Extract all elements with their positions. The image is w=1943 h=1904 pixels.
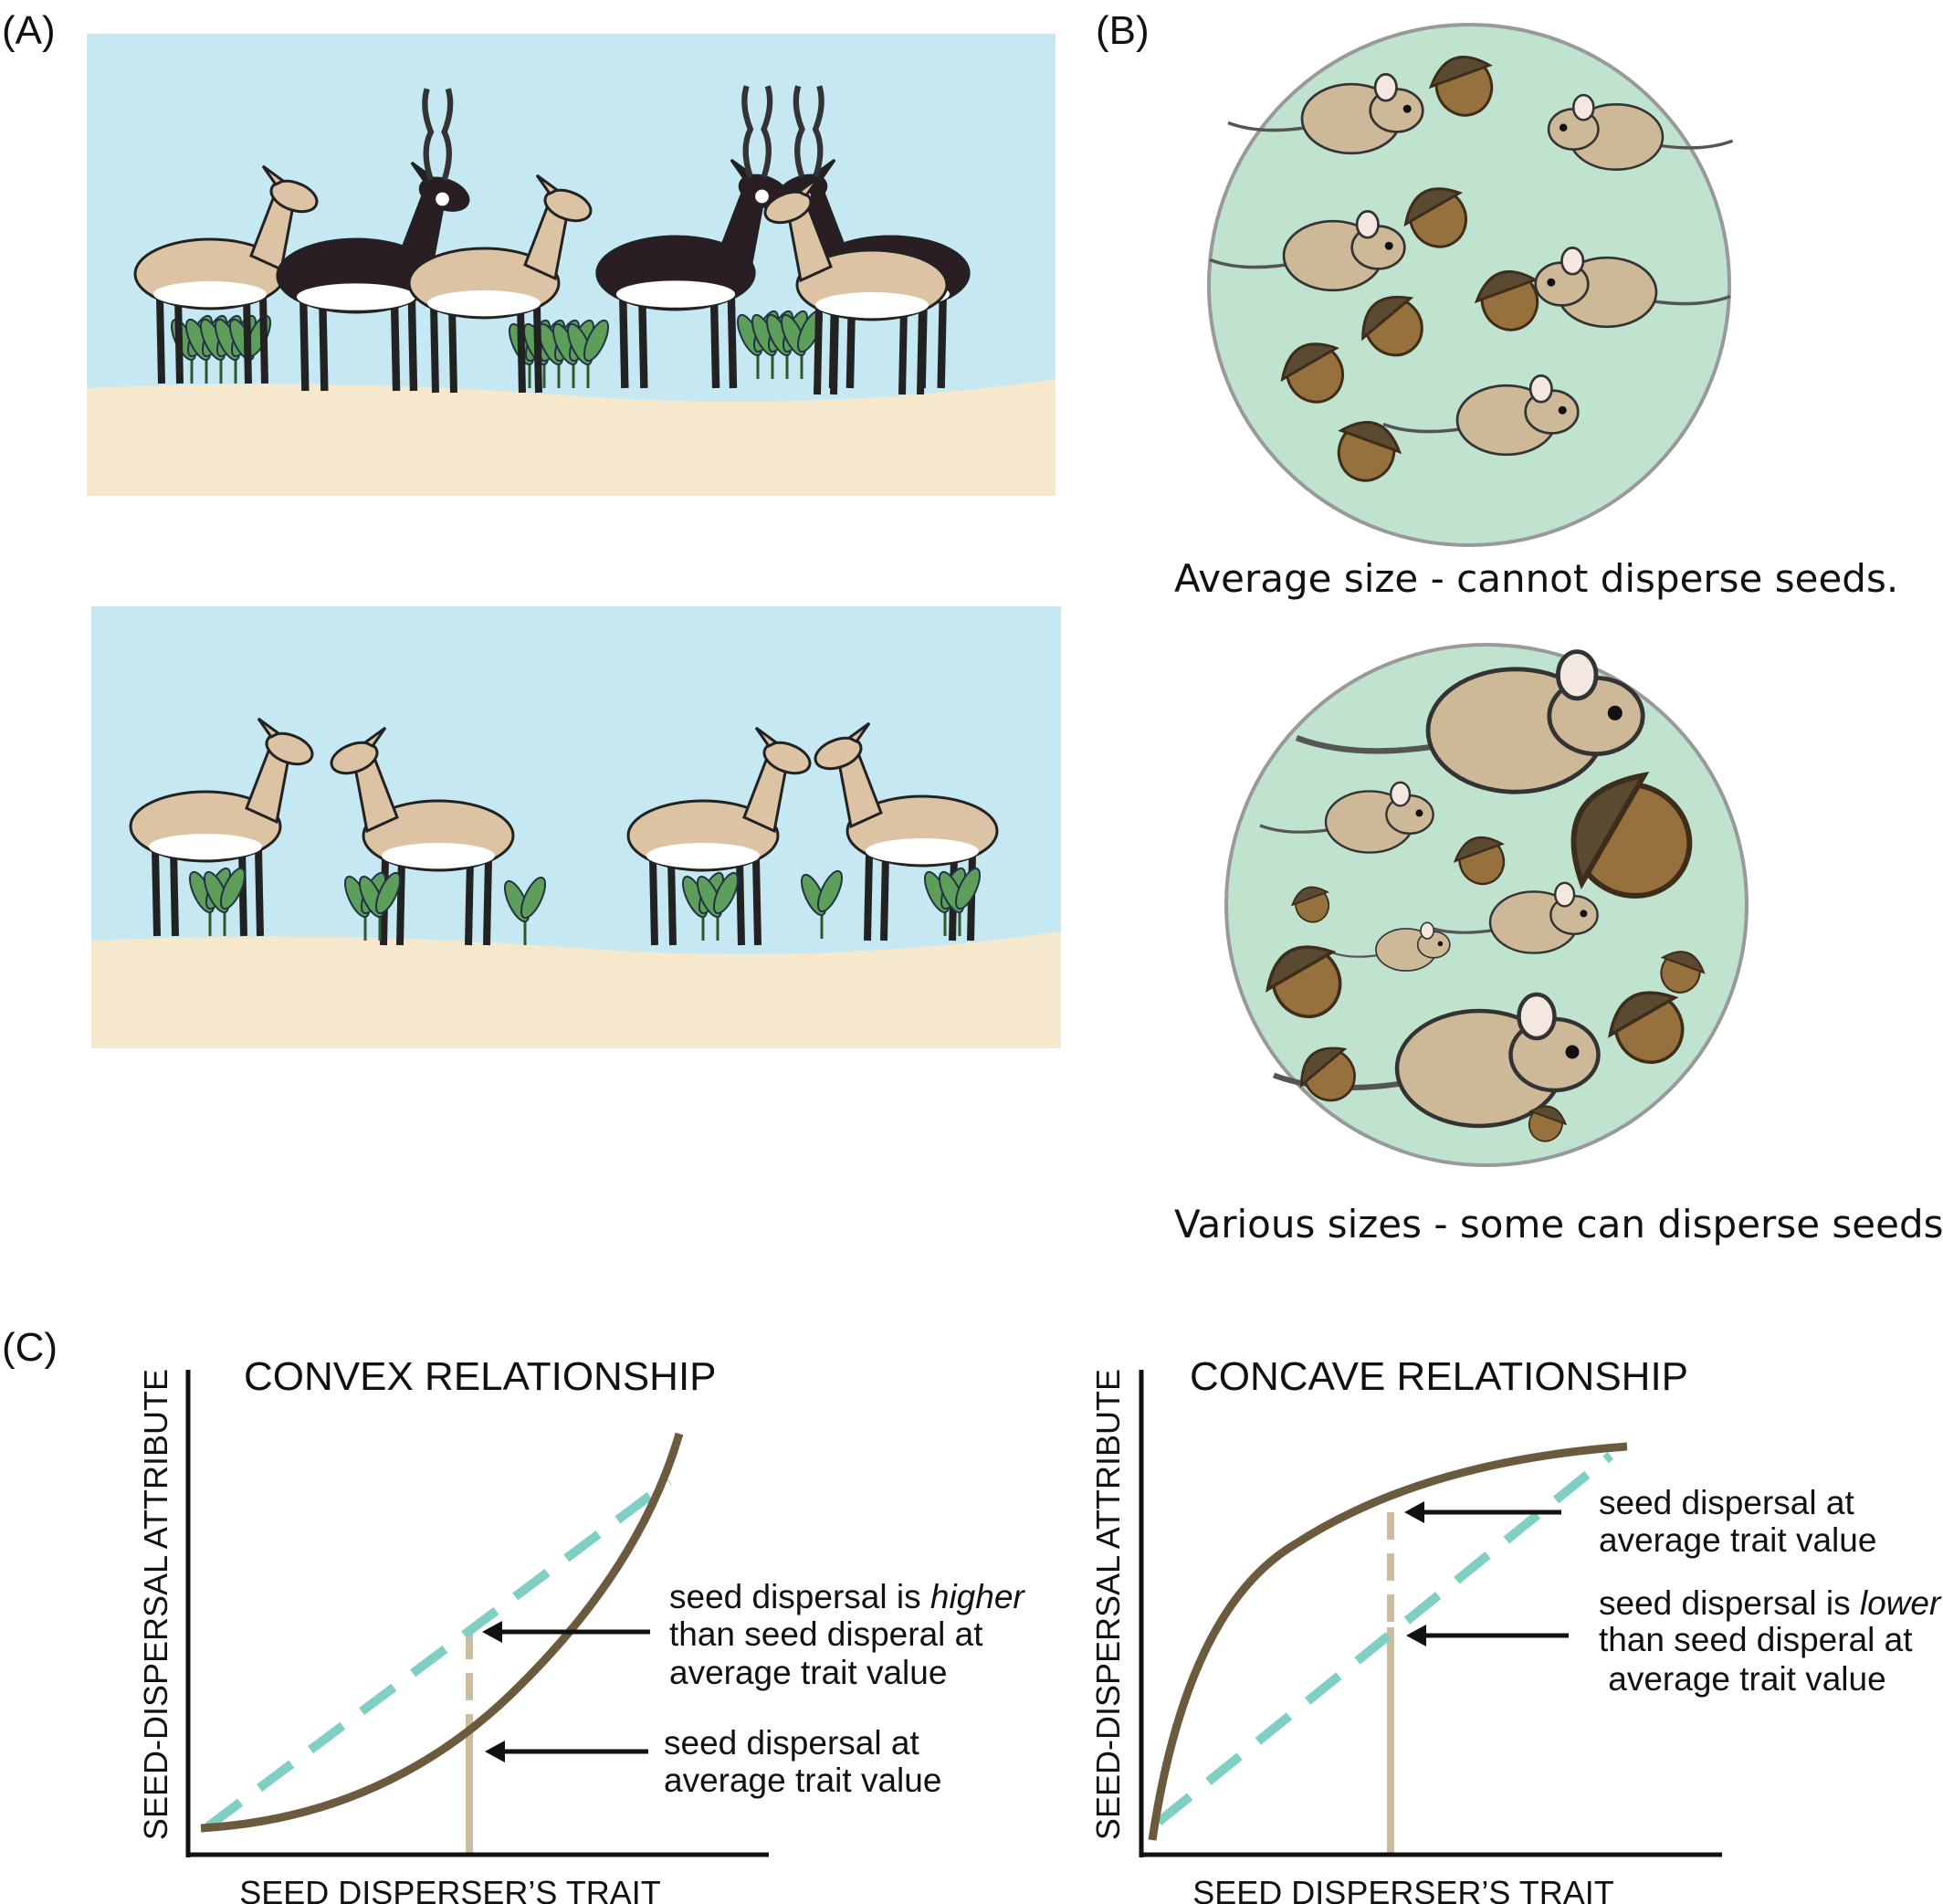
ground xyxy=(87,379,1056,496)
acorn xyxy=(1280,342,1345,404)
mouse xyxy=(1295,649,1645,794)
blackbuck-female xyxy=(133,164,319,384)
acorn xyxy=(1474,270,1539,331)
convex-upper-annotation-line3: average trait value xyxy=(669,1654,947,1691)
acorn xyxy=(1528,1105,1568,1142)
mouse xyxy=(1330,921,1451,972)
acorn xyxy=(1361,295,1423,357)
plant xyxy=(923,867,982,936)
plant xyxy=(681,871,740,941)
circle-various-size-mice xyxy=(1224,643,1749,1167)
caption-average-size: Average size - cannot disperse seeds. xyxy=(1174,556,1898,601)
convex-arrow-lower xyxy=(485,1741,648,1762)
blackbuck-male xyxy=(276,88,470,392)
blackbuck-female xyxy=(763,175,949,395)
plant xyxy=(736,310,824,379)
concave-curve xyxy=(1148,1442,1628,1841)
acorn xyxy=(1607,991,1685,1065)
convex-lower-annotation-line2: average trait value xyxy=(664,1762,941,1799)
concave-chart: CONCAVE RELATIONSHIP SEED-DISPERSAL ATTR… xyxy=(1089,1354,1942,1904)
mouse xyxy=(1272,992,1601,1129)
concave-mean-line-dashed xyxy=(1155,1452,1614,1825)
acorn xyxy=(1300,1047,1356,1102)
mouse xyxy=(1547,93,1734,171)
convex-y-label: SEED-DISPERSAL ATTRIBUTE xyxy=(137,1369,174,1840)
acorn xyxy=(1337,421,1402,482)
convex-curve xyxy=(200,1432,684,1833)
mouse xyxy=(1227,73,1424,155)
mouse xyxy=(1534,247,1731,329)
concave-lower-annotation-line2: than seed disperal at xyxy=(1599,1621,1913,1658)
concave-lower-annotation-line1: seed dispersal is lower xyxy=(1599,1584,1942,1622)
blackbuck-female xyxy=(814,721,999,941)
scene-females-only xyxy=(91,606,1061,1048)
panel-label-a: (A) xyxy=(2,8,56,53)
blackbuck-female xyxy=(129,717,314,937)
blackbuck-male xyxy=(595,85,790,389)
concave-arrow-upper xyxy=(1404,1501,1561,1523)
caption-various-sizes: Various sizes - some can disperse seeds. xyxy=(1174,1202,1943,1247)
mouse xyxy=(1423,881,1599,954)
convex-upper-annotation-line1: seed dispersal is higher xyxy=(669,1578,1025,1615)
plant xyxy=(503,876,547,945)
concave-lower-annotation-line3: average trait value xyxy=(1599,1660,1886,1698)
acorn xyxy=(1428,56,1494,117)
blackbuck-female xyxy=(407,174,593,394)
acorn xyxy=(1290,886,1330,923)
acorn xyxy=(1265,945,1342,1019)
convex-lower-annotation-line1: seed dispersal at xyxy=(664,1724,919,1762)
convex-chart: CONVEX RELATIONSHIP SEED-DISPERSAL ATTRI… xyxy=(137,1354,1025,1904)
mouse xyxy=(1382,374,1580,457)
convex-title: CONVEX RELATIONSHIP xyxy=(244,1354,717,1399)
concave-x-label: SEED DISPERSER’S TRAIT xyxy=(1192,1874,1613,1904)
ground xyxy=(91,931,1061,1048)
concave-upper-annotation-line2: average trait value xyxy=(1599,1521,1876,1559)
plant xyxy=(800,869,844,939)
panel-label-c: (C) xyxy=(2,1325,58,1370)
mouse xyxy=(1259,781,1434,854)
acorn xyxy=(1453,836,1506,886)
convex-mean-line-dashed xyxy=(205,1477,672,1831)
plant xyxy=(188,867,247,936)
acorn xyxy=(1660,951,1706,994)
mouse xyxy=(1209,210,1406,292)
concave-y-label: SEED-DISPERSAL ATTRIBUTE xyxy=(1089,1369,1127,1840)
concave-arrow-lower xyxy=(1406,1625,1569,1646)
panel-label-b: (B) xyxy=(1096,8,1150,53)
scene-mixed-herd xyxy=(87,34,1056,496)
concave-title: CONCAVE RELATIONSHIP xyxy=(1190,1354,1688,1399)
concave-upper-annotation-line1: seed dispersal at xyxy=(1599,1484,1854,1521)
convex-upper-annotation-line2: than seed disperal at xyxy=(669,1615,983,1653)
acorn xyxy=(1570,771,1693,899)
acorn xyxy=(1403,187,1468,248)
convex-x-label: SEED DISPERSER’S TRAIT xyxy=(239,1874,660,1904)
blackbuck-female xyxy=(626,726,812,946)
circle-average-size-mice xyxy=(1207,23,1734,547)
plant xyxy=(343,871,402,941)
blackbuck-female xyxy=(330,726,515,946)
convex-arrow-upper xyxy=(482,1621,650,1643)
